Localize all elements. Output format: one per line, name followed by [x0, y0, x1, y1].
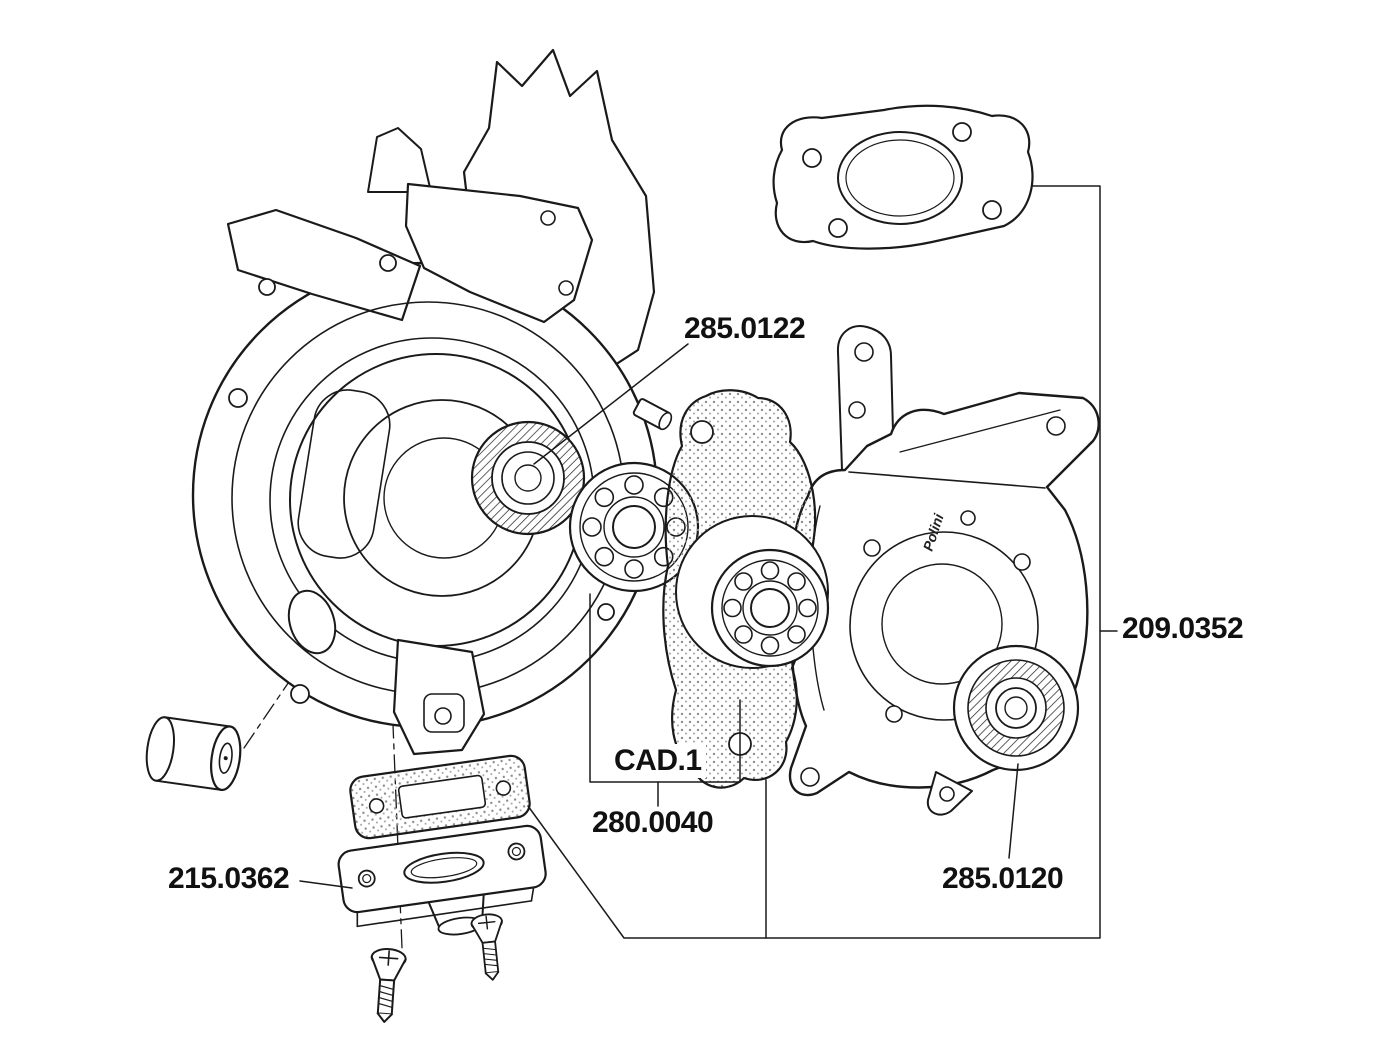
intake-spacer	[337, 824, 547, 936]
left-oil-seal	[470, 420, 586, 536]
intake-gasket	[349, 754, 531, 840]
screw-rear	[469, 911, 509, 983]
part-label-seal-right: 285.0120	[942, 862, 1064, 895]
right-oil-seal	[952, 644, 1080, 772]
cylinder-base-gasket	[772, 104, 1034, 250]
dowel-pin	[632, 398, 673, 431]
part-label-intake-kit: 215.0362	[168, 862, 290, 895]
main-bearing-left	[568, 461, 700, 593]
screw-front	[366, 946, 408, 1025]
part-label-gasket-set: 209.0352	[1122, 612, 1244, 645]
right-crankcase-half: Polini	[788, 325, 1100, 816]
leader-lines	[299, 185, 1118, 939]
main-bearing-right	[710, 548, 830, 668]
left-crankcase-half	[191, 182, 659, 756]
part-label-seal-left: 285.0122	[684, 312, 806, 345]
part-label-center-gasket: 280.0040	[592, 806, 714, 839]
roller-pin	[145, 716, 242, 792]
part-label-cad-ref: CAD.1	[610, 744, 706, 778]
